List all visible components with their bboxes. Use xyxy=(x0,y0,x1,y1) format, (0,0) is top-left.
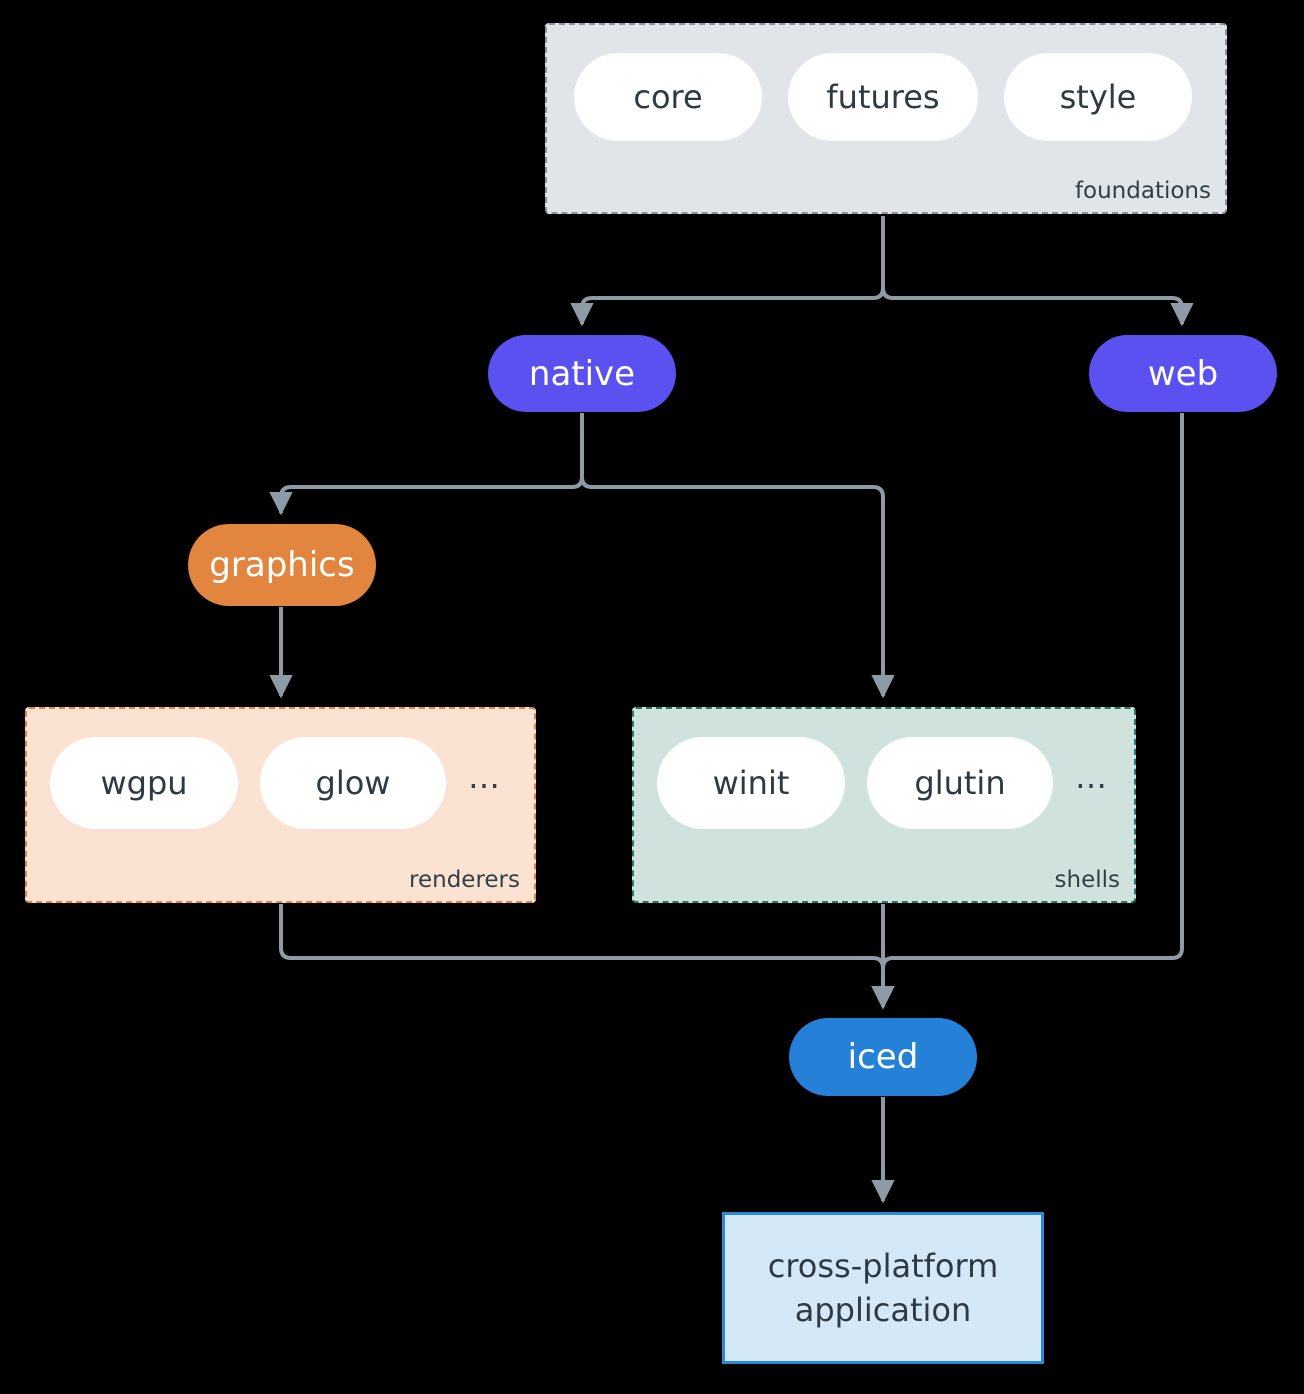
renderers-ellipsis: … xyxy=(468,758,500,796)
group-foundations: core futures style foundations xyxy=(545,23,1227,214)
edge-native-shells xyxy=(580,413,895,699)
application-line-1: cross-platform xyxy=(767,1246,999,1285)
node-cross-platform-application[interactable]: cross-platform application xyxy=(722,1212,1044,1364)
pill-style[interactable]: style xyxy=(1004,53,1192,141)
node-graphics[interactable]: graphics xyxy=(188,524,376,606)
edge-foundations-web xyxy=(881,216,1194,327)
edge-foundations-native xyxy=(570,216,885,327)
pill-core[interactable]: core xyxy=(574,53,762,141)
renderers-items: wgpu glow … xyxy=(50,737,500,829)
edge-native-graphics xyxy=(269,413,584,516)
group-shells: winit glutin … shells xyxy=(632,707,1136,903)
node-native[interactable]: native xyxy=(488,335,676,412)
group-label-shells: shells xyxy=(1054,867,1120,893)
pill-winit[interactable]: winit xyxy=(657,737,845,829)
group-renderers: wgpu glow … renderers xyxy=(25,707,536,903)
shells-ellipsis: … xyxy=(1075,758,1107,796)
node-web[interactable]: web xyxy=(1089,335,1277,412)
application-line-2: application xyxy=(794,1291,972,1329)
foundations-items: core futures style xyxy=(574,53,1192,141)
pill-glow[interactable]: glow xyxy=(260,737,446,829)
group-label-renderers: renderers xyxy=(409,867,520,893)
pill-wgpu[interactable]: wgpu xyxy=(50,737,238,829)
edge-renderers-iced xyxy=(279,904,895,1010)
shells-items: winit glutin … xyxy=(657,737,1107,829)
pill-glutin[interactable]: glutin xyxy=(867,737,1053,829)
node-iced[interactable]: iced xyxy=(789,1018,977,1096)
group-label-foundations: foundations xyxy=(1074,178,1211,204)
pill-futures[interactable]: futures xyxy=(788,53,978,141)
